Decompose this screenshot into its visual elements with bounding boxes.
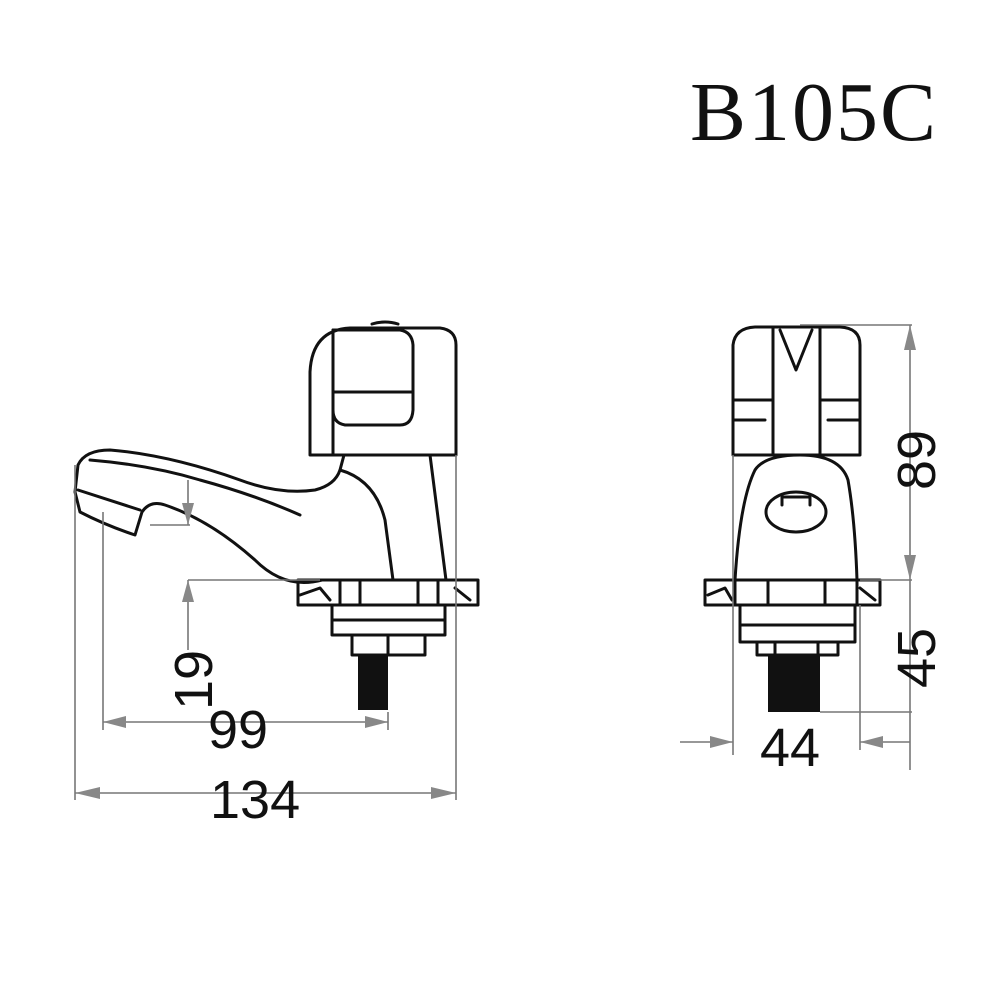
dim-44: 44: [760, 718, 820, 778]
side-handle: [308, 320, 458, 457]
dim-45: 45: [887, 628, 947, 688]
front-handle: [731, 325, 862, 457]
dim-134: 134: [210, 770, 300, 830]
dim-89: 89: [887, 430, 947, 490]
dim-99: 99: [208, 700, 268, 760]
side-thread: [358, 655, 388, 710]
side-view: 134 99 19: [73, 320, 480, 830]
front-thread: [768, 655, 820, 712]
front-dimensions: 89 45 44: [680, 324, 947, 778]
front-body: [733, 453, 859, 582]
front-view: 89 45 44: [680, 324, 947, 778]
side-base: [296, 578, 480, 710]
model-title: B105C: [690, 66, 938, 159]
front-base: [703, 578, 882, 712]
side-dimensions: 134 99 19: [74, 455, 457, 830]
side-spout: [73, 448, 448, 584]
dim-19: 19: [164, 650, 224, 710]
